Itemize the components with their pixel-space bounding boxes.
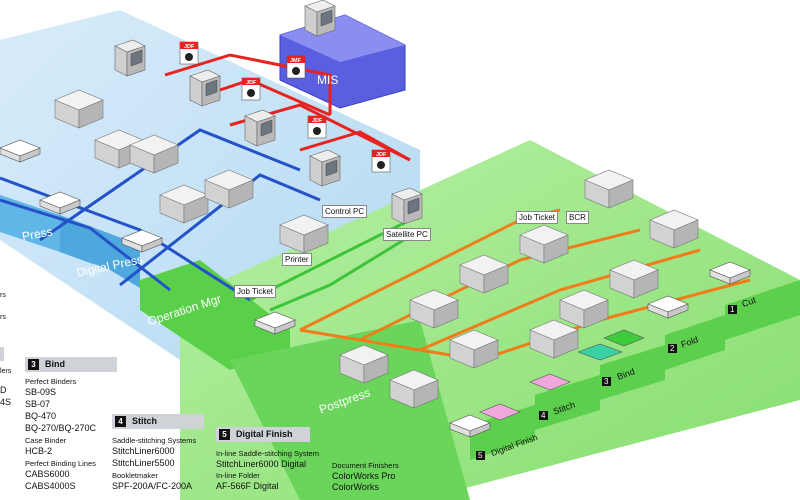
job-ticket-label-2: Job Ticket (516, 211, 559, 224)
job-ticket-label: Job Ticket (234, 285, 277, 298)
stage-num-bind: 3 (604, 377, 609, 386)
digital-finish-num: 5 (219, 429, 230, 440)
clipped-text-1: rs (0, 292, 6, 299)
sb-09s: SB-09S (25, 387, 57, 397)
cabs6000: CABS6000 (25, 469, 70, 479)
perfect-binding-lines-title: Perfect Binding Lines (25, 459, 96, 468)
digital-finish-title: Digital Finish (236, 429, 293, 439)
inline-folder-title: In-line Folder (216, 471, 260, 480)
bind-header: 3 Bind (25, 357, 117, 372)
svg-text:JDF: JDF (184, 44, 195, 50)
mis-label: MIS (317, 73, 339, 87)
svg-text:JMF: JMF (290, 58, 302, 64)
colorworks-pro: ColorWorks Pro (332, 471, 396, 481)
stage-num-digital-finish: 5 (478, 451, 483, 460)
case-binder-title: Case Binder (25, 436, 67, 445)
stage-num-cut: 1 (730, 305, 735, 314)
stage-num-fold: 2 (670, 344, 675, 353)
bookletmaker-title: Bookletmaker (112, 471, 158, 480)
svg-text:JDF: JDF (312, 118, 323, 124)
stitch-title: Stitch (132, 416, 158, 426)
clipped-text-3: lers (0, 368, 12, 375)
postpress-band (230, 320, 470, 500)
printer-label: Printer (282, 253, 312, 266)
svg-text:JDF: JDF (246, 80, 257, 86)
colorworks: ColorWorks (332, 482, 379, 492)
svg-text:JDF: JDF (376, 152, 387, 158)
clipped-text-4: D (0, 385, 7, 395)
bq-270: BQ-270/BQ-270C (25, 423, 97, 433)
bind-num: 3 (28, 359, 39, 370)
spf-200a: SPF-200A/FC-200A (112, 481, 193, 491)
stitch-header: 4 Stitch (112, 414, 204, 429)
digital-finish-header: 5 Digital Finish (216, 427, 310, 442)
clipped-header-bar (0, 347, 4, 361)
bcr-label: BCR (566, 211, 589, 224)
stitch-num: 4 (115, 416, 126, 427)
af-566f-digital: AF-566F Digital (216, 481, 279, 491)
document-finishers-title: Document Finishers (332, 461, 399, 470)
hcb-2: HCB-2 (25, 446, 53, 456)
clipped-text-2: rs (0, 314, 6, 321)
stitchliner5500: StitchLiner5500 (112, 458, 175, 468)
perfect-binders-title: Perfect Binders (25, 377, 77, 386)
clipped-text-5: 4S (0, 397, 12, 407)
sb-07: SB-07 (25, 399, 51, 409)
satellite-pc-label: Satellite PC (383, 228, 431, 241)
inline-saddle-title: In-line Saddle-stitching System (216, 449, 319, 458)
operation-mgr-band (140, 260, 290, 370)
saddle-stitching-title: Saddle-stitching Systems (112, 436, 197, 445)
press-network (0, 128, 321, 302)
control-pc-label: Control PC (322, 205, 368, 218)
stitchliner6000: StitchLiner6000 (112, 446, 175, 456)
stitchliner6000-digital: StitchLiner6000 Digital (216, 459, 307, 469)
bind-title: Bind (45, 359, 65, 369)
digital-press-band (60, 215, 140, 288)
cabs4000s: CABS4000S (25, 481, 76, 491)
stage-num-stitch: 4 (541, 411, 546, 420)
bq-470: BQ-470 (25, 411, 57, 421)
